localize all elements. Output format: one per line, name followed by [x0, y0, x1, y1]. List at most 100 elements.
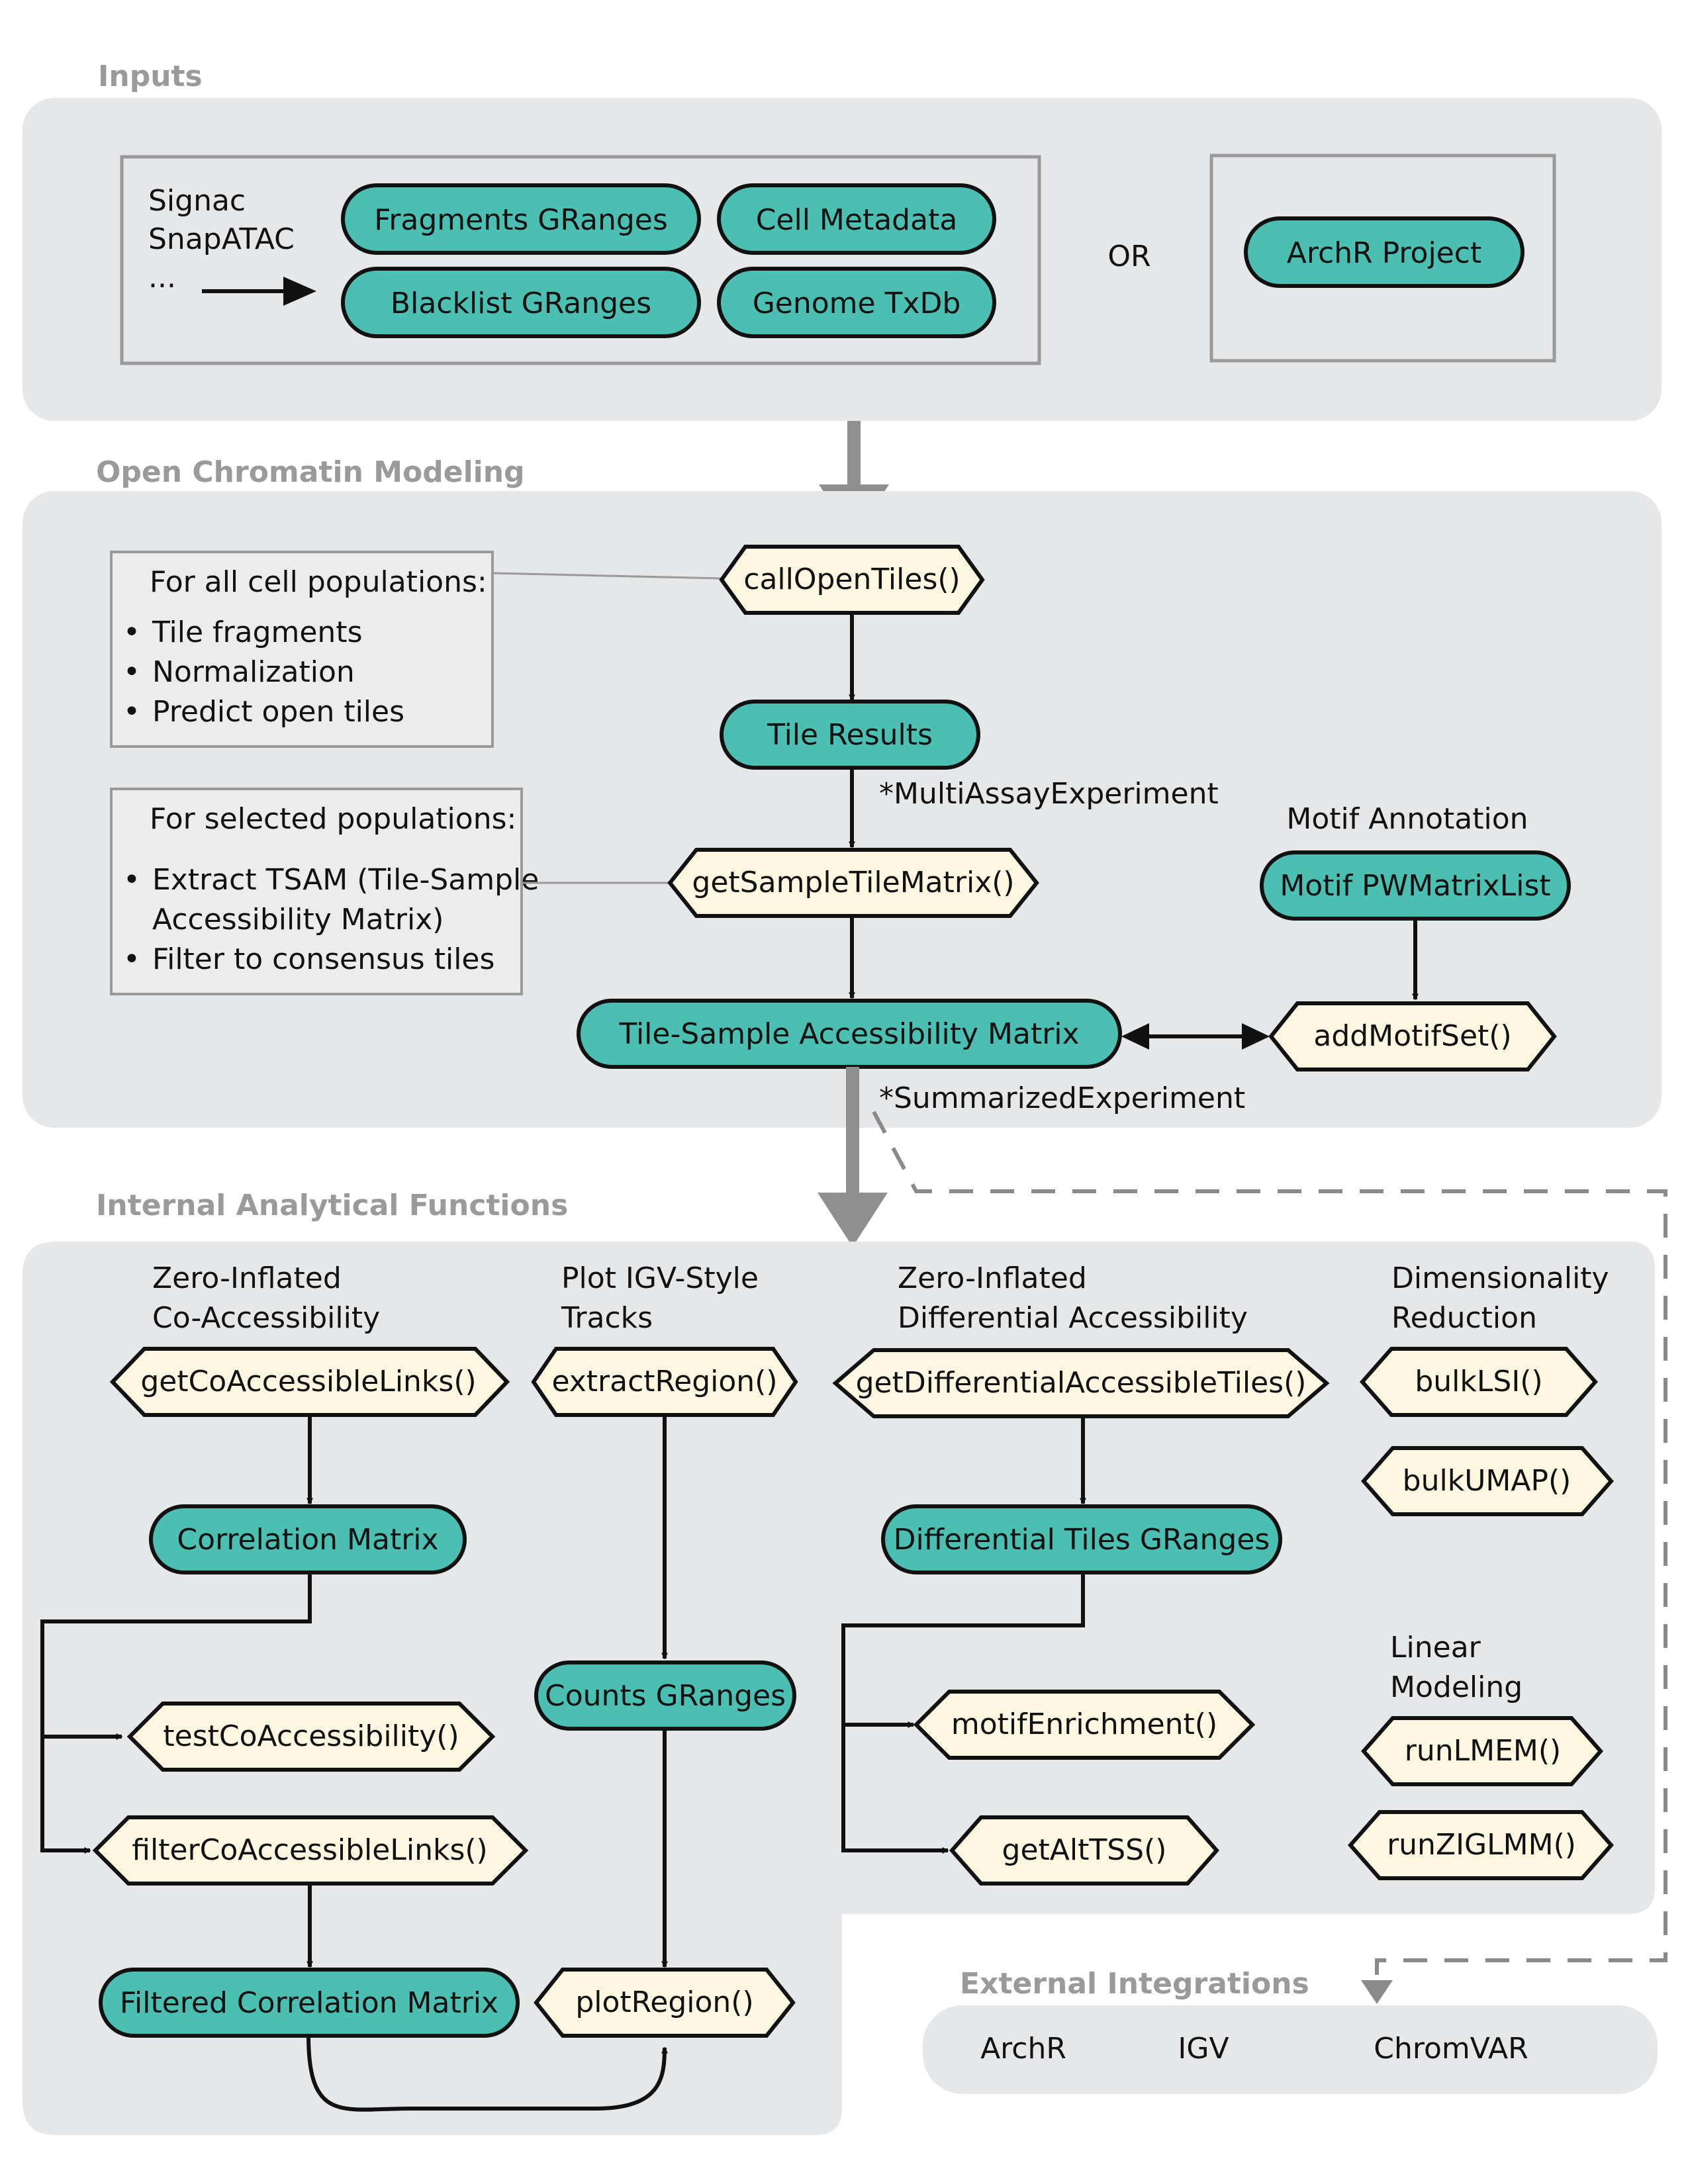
plot-region-label: plotRegion()	[575, 1985, 753, 2019]
call-open-tiles-label: callOpenTiles()	[743, 563, 960, 596]
tsam-label: Tile-Sample Accessibility Matrix	[618, 1017, 1079, 1051]
all-populations-box	[110, 551, 494, 748]
add-motif-set-label: addMotifSet()	[1313, 1019, 1511, 1053]
call-open-tiles-node: callOpenTiles()	[719, 545, 985, 615]
motif-enrichment-label: motifEnrichment()	[951, 1707, 1217, 1741]
differential-tiles-granges-node: Differential Tiles GRanges	[881, 1504, 1282, 1574]
blacklist-granges-node: Blacklist GRanges	[341, 267, 701, 338]
get-differential-tiles-label: getDifferentialAccessibleTiles()	[856, 1366, 1307, 1400]
archr-project-label: ArchR Project	[1287, 236, 1481, 270]
curve-filtered-to-plot-region	[306, 2035, 668, 2112]
external-item-archr: ArchR	[980, 2032, 1066, 2066]
sources-arrowhead	[283, 277, 316, 306]
dimred-title-line-2: Reduction	[1391, 1301, 1537, 1335]
get-alt-tss-node: getAltTSS()	[949, 1815, 1219, 1886]
bulk-lsi-node: bulkLSI()	[1360, 1347, 1598, 1417]
filtered-correlation-matrix-node: Filtered Correlation Matrix	[99, 1968, 520, 2038]
run-ziglmm-node: runZIGLMM()	[1348, 1810, 1614, 1880]
get-differential-tiles-node: getDifferentialAccessibleTiles()	[832, 1348, 1330, 1418]
dashed-connector-arrowhead	[1361, 1980, 1393, 2004]
section-title-open-chromatin: Open Chromatin Modeling	[96, 455, 525, 489]
internal-panel	[23, 1242, 1655, 2135]
run-lmem-node: runLMEM()	[1361, 1716, 1603, 1786]
motif-annotation-title: Motif Annotation	[1286, 802, 1528, 836]
bullet-4: •	[123, 863, 140, 897]
big-arrow-shaft-2	[846, 1067, 859, 1193]
section-title-internal: Internal Analytical Functions	[96, 1189, 568, 1222]
differential-title-line-2: Differential Accessibility	[898, 1301, 1248, 1335]
coaccessibility-title-line-2: Co-Accessibility	[152, 1301, 380, 1335]
all-populations-item-1: Tile fragments	[152, 615, 363, 649]
bullet-1: •	[123, 615, 140, 649]
differential-title-line-1: Zero-Inflated	[898, 1261, 1087, 1295]
add-motif-set-node: addMotifSet()	[1268, 1001, 1557, 1071]
differential-tiles-granges-label: Differential Tiles GRanges	[894, 1523, 1270, 1557]
or-label: OR	[1107, 240, 1150, 273]
selected-populations-item-1-cont: Accessibility Matrix)	[152, 903, 444, 936]
fragments-granges-label: Fragments GRanges	[374, 203, 668, 237]
bracket-to-filter-links	[40, 1572, 312, 1854]
cell-metadata-node: Cell Metadata	[717, 183, 996, 255]
get-coaccessible-links-node: getCoAccessibleLinks()	[109, 1347, 510, 1417]
multiassay-label: *MultiAssayExperiment	[879, 777, 1219, 811]
dashed-connector-external	[872, 1111, 1667, 1989]
big-arrow-shaft-1	[847, 421, 861, 484]
bulk-umap-label: bulkUMAP()	[1403, 1464, 1571, 1498]
selected-populations-box	[110, 788, 523, 995]
genome-txdb-label: Genome TxDb	[753, 287, 961, 320]
get-sample-tile-matrix-label: getSampleTileMatrix()	[692, 866, 1014, 899]
bulk-umap-node: bulkUMAP()	[1361, 1446, 1614, 1516]
bullet-2: •	[123, 655, 140, 689]
tile-results-label: Tile Results	[767, 718, 933, 752]
external-item-chromvar: ChromVAR	[1374, 2032, 1528, 2066]
filtered-correlation-matrix-label: Filtered Correlation Matrix	[120, 1986, 498, 2020]
run-ziglmm-label: runZIGLMM()	[1387, 1828, 1576, 1862]
inputs-components-frame	[120, 155, 1041, 365]
dimred-title-line-1: Dimensionality	[1391, 1261, 1609, 1295]
bullet-3: •	[123, 695, 140, 729]
inputs-panel	[23, 98, 1662, 421]
correlation-matrix-label: Correlation Matrix	[177, 1523, 438, 1557]
all-populations-heading: For all cell populations:	[150, 565, 487, 599]
filter-coaccessible-links-label: filterCoAccessibleLinks()	[132, 1833, 487, 1867]
external-panel	[923, 2005, 1658, 2094]
tsam-node: Tile-Sample Accessibility Matrix	[577, 999, 1122, 1069]
get-sample-tile-matrix-node: getSampleTileMatrix()	[667, 848, 1039, 918]
selected-populations-item-1: Extract TSAM (Tile-Sample	[152, 863, 539, 897]
counts-granges-node: Counts GRanges	[534, 1661, 796, 1731]
run-lmem-label: runLMEM()	[1405, 1734, 1561, 1768]
genome-txdb-node: Genome TxDb	[717, 267, 996, 338]
bulk-lsi-label: bulkLSI()	[1415, 1365, 1542, 1398]
archr-project-node: ArchR Project	[1244, 216, 1524, 288]
external-item-igv: IGV	[1178, 2032, 1229, 2066]
double-arrow-head-right	[1242, 1023, 1270, 1050]
get-coaccessible-links-label: getCoAccessibleLinks()	[140, 1365, 476, 1398]
selected-populations-item-2: Filter to consensus tiles	[152, 942, 494, 976]
section-title-external: External Integrations	[960, 1967, 1309, 2001]
archr-project-frame	[1209, 154, 1556, 363]
input-source-snapatac: SnapATAC	[148, 222, 295, 256]
input-source-signac: Signac	[148, 184, 246, 218]
fragments-granges-node: Fragments GRanges	[341, 183, 701, 255]
motif-pwmatrixlist-label: Motif PWMatrixList	[1280, 869, 1550, 903]
tile-results-node: Tile Results	[720, 700, 980, 770]
test-coaccessibility-label: testCoAccessibility()	[163, 1719, 459, 1753]
extract-region-node: extractRegion()	[531, 1347, 798, 1417]
motif-enrichment-node: motifEnrichment()	[913, 1690, 1256, 1760]
extract-region-label: extractRegion()	[551, 1365, 777, 1398]
test-coaccessibility-node: testCoAccessibility()	[126, 1702, 496, 1772]
cell-metadata-label: Cell Metadata	[756, 203, 958, 237]
linear-title-line-2: Modeling	[1390, 1670, 1523, 1704]
igv-title-line-1: Plot IGV-Style	[561, 1261, 759, 1295]
bullet-5: •	[123, 942, 140, 976]
big-arrow-head-2	[818, 1193, 888, 1247]
coaccessibility-title-line-1: Zero-Inflated	[152, 1261, 342, 1295]
blacklist-granges-label: Blacklist GRanges	[391, 287, 651, 320]
counts-granges-label: Counts GRanges	[545, 1679, 786, 1713]
filter-coaccessible-links-node: filterCoAccessibleLinks()	[92, 1815, 529, 1886]
motif-pwmatrixlist-node: Motif PWMatrixList	[1260, 850, 1571, 921]
input-source-more: ...	[148, 261, 176, 295]
connector-all-populations	[492, 572, 722, 580]
get-alt-tss-label: getAltTSS()	[1002, 1833, 1167, 1867]
